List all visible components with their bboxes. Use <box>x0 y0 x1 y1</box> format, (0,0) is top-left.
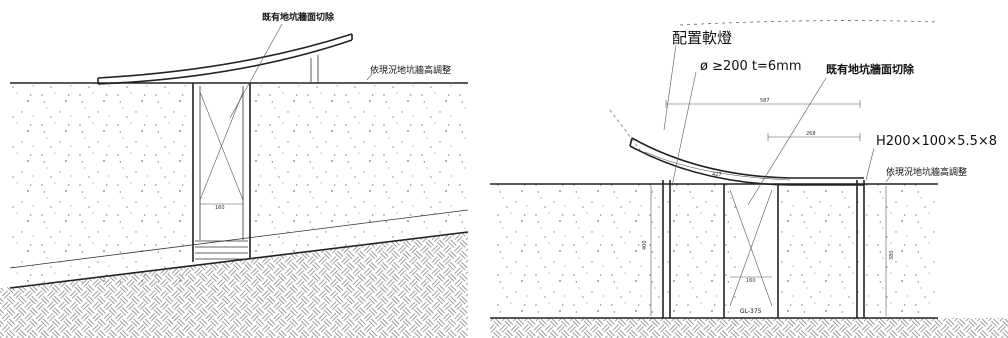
right-dim-width-label: 160 <box>746 278 756 284</box>
right-label-height-adjust: 依現況地坑牆高調整 <box>886 166 967 178</box>
right-leader-cut <box>747 77 827 206</box>
right-dim-span-label: 587 <box>760 98 770 104</box>
right-dim-height-right-label: 380 <box>889 250 895 260</box>
right-leader-spec <box>671 71 697 187</box>
right-pit-cross <box>729 189 773 307</box>
left-slope-line-2 <box>9 231 469 289</box>
left-leader-cut <box>229 23 283 119</box>
right-label-steel: H200×100×5.5×8 <box>876 134 997 149</box>
right-canopy-arc-dim <box>644 151 791 181</box>
left-section-drawing <box>0 23 469 338</box>
left-pit-walls <box>192 83 251 262</box>
left-soil-hatch <box>0 232 468 338</box>
right-soil-hatch <box>490 318 1008 338</box>
left-pit-cross <box>199 91 244 201</box>
left-pit-inner-walls <box>199 86 244 240</box>
right-label-wall-cut: 既有地坑牆面切除 <box>826 62 915 76</box>
right-dim-arc-label: 427 <box>712 172 722 178</box>
left-concrete-block-a <box>10 83 193 286</box>
right-label-spec: ø ≥200 t=6mm <box>700 59 802 74</box>
right-post-right <box>856 180 865 318</box>
right-label-gl: GL-375 <box>740 308 762 315</box>
right-concrete-block-b <box>778 184 938 318</box>
right-dim-span <box>665 100 861 108</box>
left-label-height-adjust: 依現況地坑牆高調整 <box>370 64 451 76</box>
right-guide-dashed <box>679 20 939 26</box>
left-slope-line-1 <box>9 209 469 269</box>
right-canopy-bottom <box>629 145 864 186</box>
right-concrete-block-a <box>490 184 738 318</box>
left-canopy-bottom <box>97 39 353 85</box>
left-leader-height <box>366 73 373 81</box>
right-pit-walls <box>723 184 779 318</box>
right-leader-soft-light <box>663 44 677 131</box>
right-dim-sub-label: 268 <box>806 131 816 137</box>
left-canopy-ends <box>97 34 353 84</box>
left-canopy-top <box>97 33 353 79</box>
left-label-wall-cut: 既有地坑牆面切除 <box>262 11 335 23</box>
right-leader-height <box>885 173 893 183</box>
left-canopy-post <box>310 55 319 83</box>
right-canopy-top <box>631 137 864 179</box>
right-post-left <box>662 180 671 318</box>
right-label-soft-light: 配置軟燈 <box>672 29 732 47</box>
right-dim-sub <box>767 133 861 141</box>
left-steps <box>195 240 248 260</box>
left-dim-width: 160 <box>215 205 225 211</box>
right-dim-height-left-label: 400 <box>642 240 648 250</box>
right-leader-steel <box>865 147 875 181</box>
right-guide-dashed-2 <box>609 109 641 151</box>
right-section-drawing <box>490 20 1008 338</box>
left-concrete-block-b <box>250 83 468 258</box>
